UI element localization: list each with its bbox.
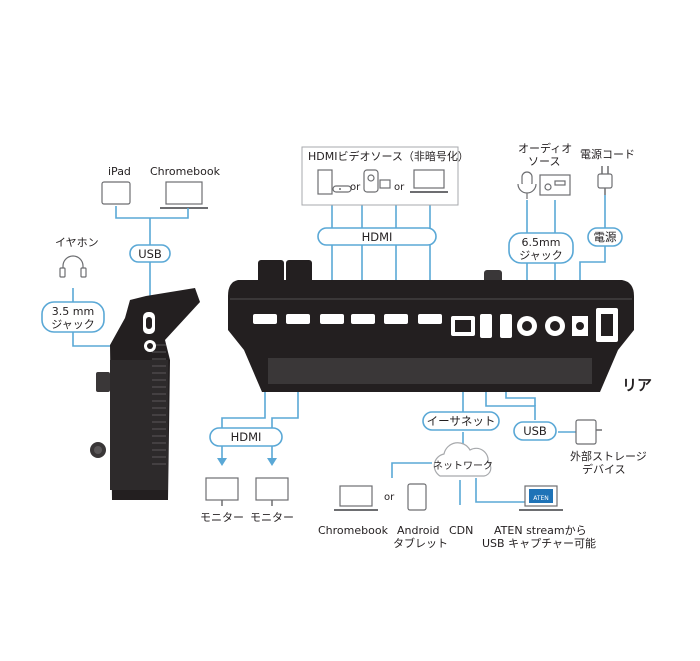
laptop-icon (160, 181, 208, 209)
hdmi-bottom-pill (209, 427, 283, 447)
hdmi-top-label: HDMI (362, 230, 393, 244)
cdn-label: CDN (449, 524, 473, 537)
aten-line1: ATEN streamから (494, 524, 587, 537)
audio-mixer-icon (539, 174, 571, 196)
usb-left-pill (129, 244, 171, 263)
chromebook-bottom-label: Chromebook (318, 524, 389, 537)
or-label-1: or (350, 182, 361, 193)
rear-label: リア (622, 376, 652, 394)
android-line1: Android (397, 524, 440, 537)
earphone-label: イヤホン (55, 236, 99, 249)
ipad-label: iPad (108, 165, 131, 178)
microphone-icon (517, 171, 537, 199)
jack65-pill (508, 232, 574, 264)
tablet-icon (101, 181, 131, 205)
or-label-3: or (384, 492, 395, 503)
monitor-icon (205, 477, 239, 506)
cloud-icon (433, 442, 492, 477)
storage-device-icon (575, 419, 602, 445)
ethernet-label: イーサネット (427, 414, 496, 428)
hdmi-sources-group: HDMIビデオソース（非暗号化） or or (301, 146, 469, 206)
hdmi-ports (253, 314, 442, 324)
device-rear-view (228, 260, 634, 392)
laptop-icon (334, 485, 378, 511)
hdmi-top-pill (317, 227, 437, 246)
android-line2: タブレット (393, 536, 448, 550)
hdmi-bottom-label: HDMI (231, 430, 262, 444)
or-label-2: or (394, 182, 405, 193)
jack35-line1: 3.5 mm (52, 305, 94, 318)
ethernet-pill (422, 411, 500, 431)
usb-left-label: USB (138, 247, 162, 261)
monitor-label-1: モニター (200, 511, 244, 524)
monitor-icon (255, 477, 289, 506)
aten-line2: USB キャプチャー可能 (482, 536, 596, 550)
camera-icon (363, 169, 391, 193)
chromebook-top-label: Chromebook (150, 165, 221, 178)
aten-logo-icon: ATEN (519, 485, 563, 511)
power-cord-label: 電源コード (580, 147, 635, 161)
laptop-icon (410, 169, 448, 193)
network-label: ネットワーク (433, 460, 493, 472)
tablet-icon (407, 483, 427, 511)
usb-right-pill (513, 421, 557, 441)
jack35-pill (41, 301, 105, 333)
ext-storage-line2: デバイス (582, 462, 626, 476)
aten-logo-text: ATEN (533, 495, 549, 502)
device-side-view (90, 288, 200, 500)
power-label: 電源 (594, 230, 617, 244)
usb-port-1 (480, 314, 492, 338)
hdmi-sources-title: HDMIビデオソース（非暗号化） (308, 149, 469, 163)
monitor-label-2: モニター (250, 511, 294, 524)
power-plug-icon (597, 166, 613, 195)
usb-port-2 (500, 314, 512, 338)
jack65-line1: 6.5mm (522, 236, 561, 249)
power-pill (587, 227, 623, 247)
ext-storage-line1: 外部ストレージ (570, 449, 647, 463)
game-console-icon (317, 169, 352, 195)
jack65-line2: ジャック (519, 249, 562, 262)
audio-src-line2: ソース (528, 155, 560, 168)
headphone-icon (59, 255, 87, 278)
usb-right-label: USB (523, 424, 547, 438)
jack35-line2: ジャック (51, 318, 94, 331)
audio-src-line1: オーディオ (518, 141, 572, 155)
